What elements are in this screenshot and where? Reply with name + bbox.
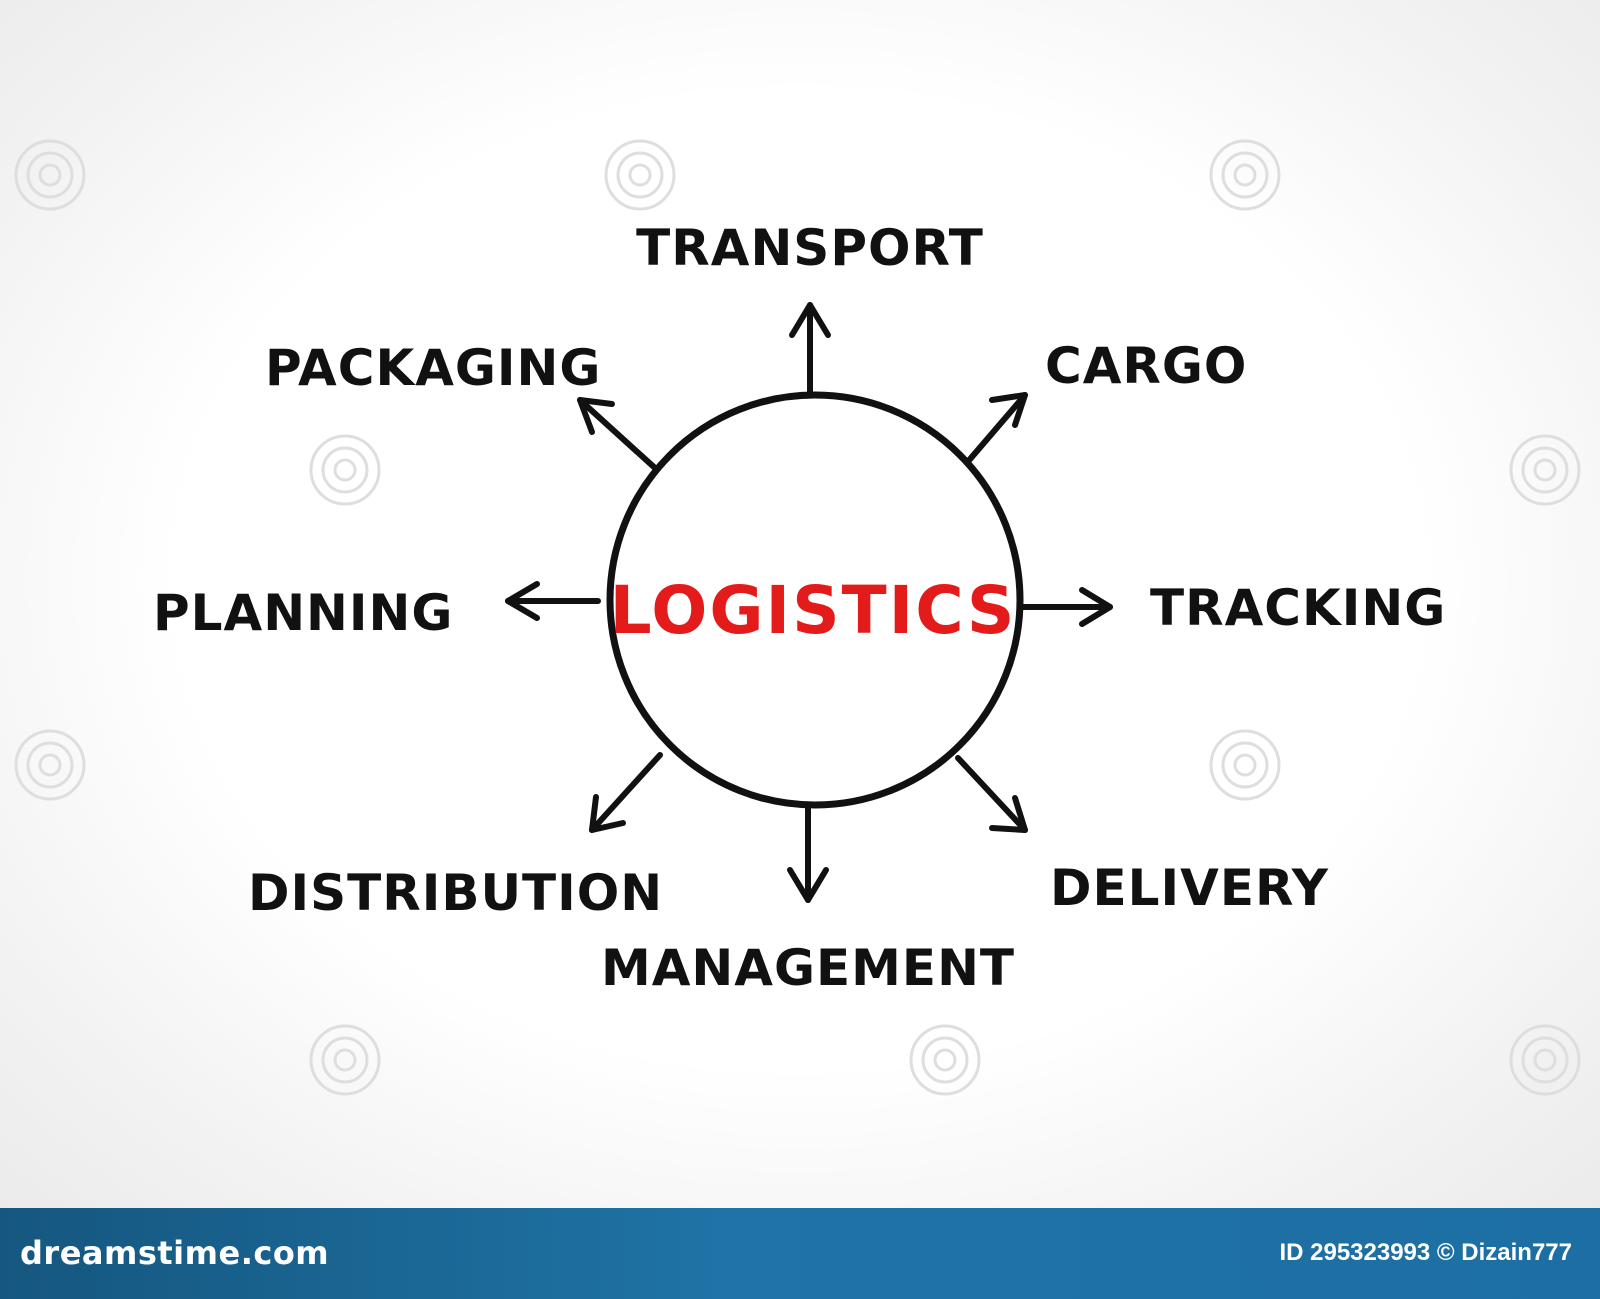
node-management: MANAGEMENT: [601, 939, 1015, 997]
arrow-packaging: [577, 397, 658, 471]
hub-circle: [606, 391, 1024, 809]
footer-brand-logo[interactable]: dreamstime.com: [20, 1234, 330, 1272]
center-label: LOGISTICS: [610, 572, 1017, 649]
node-tracking: TRACKING: [1150, 579, 1446, 637]
arrow-management: [787, 802, 829, 903]
node-distribution: DISTRIBUTION: [248, 864, 663, 922]
node-packaging: PACKAGING: [265, 339, 601, 397]
node-delivery: DELIVERY: [1050, 859, 1329, 917]
arrow-delivery: [955, 755, 1028, 833]
node-cargo: CARGO: [1045, 337, 1247, 395]
node-transport: TRANSPORT: [636, 219, 984, 277]
arrow-planning: [505, 581, 601, 621]
diagram-canvas: LOGISTICS TRANSPORT CARGO TRACKING DELIV…: [0, 0, 1600, 1208]
arrow-transport: [789, 302, 831, 398]
arrow-tracking: [1017, 587, 1113, 627]
footer-bar: dreamstime.com ID 295323993 © Dizain777: [0, 1208, 1600, 1299]
arrow-cargo: [962, 392, 1028, 468]
footer-image-credit: ID 295323993 © Dizain777: [1279, 1239, 1572, 1266]
mind-map-diagram: LOGISTICS TRANSPORT CARGO TRACKING DELIV…: [14, 139, 1581, 1096]
node-planning: PLANNING: [153, 584, 453, 642]
watermark: [14, 139, 1581, 1096]
arrow-distribution: [589, 752, 663, 833]
